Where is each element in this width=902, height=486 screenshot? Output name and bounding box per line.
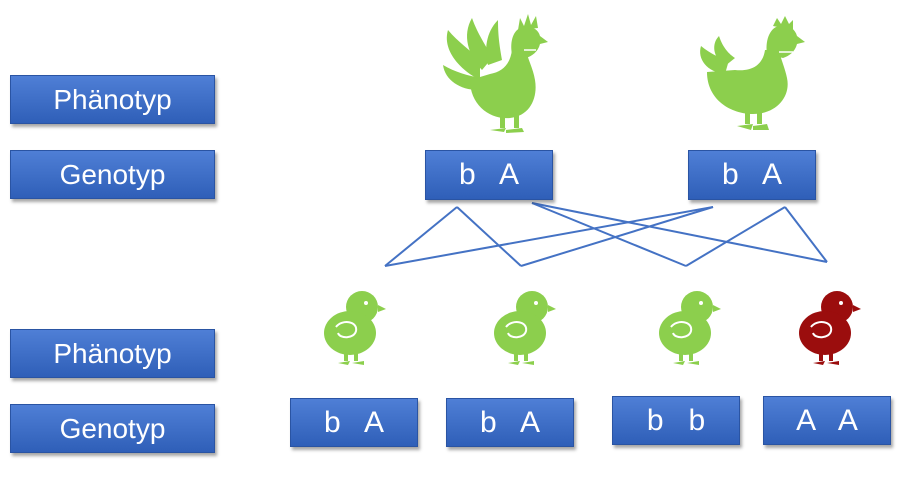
rooster-icon — [443, 14, 548, 133]
child-2-genotype: b A — [446, 398, 574, 447]
chick-icon — [494, 291, 556, 365]
line-rooster-b-child3 — [456, 206, 522, 267]
child-1-genotype: b A — [290, 398, 418, 447]
parents-genotype-label: Genotyp — [10, 150, 215, 199]
child-4-genotype: A A — [763, 396, 891, 445]
line-hen-a-child4 — [784, 206, 828, 263]
line-rooster-a-child2 — [531, 202, 687, 267]
chick-icon — [799, 291, 861, 365]
parents-phenotype-label: Phänotyp — [10, 75, 215, 124]
hen-icon — [700, 16, 805, 130]
line-hen-b-child1 — [384, 206, 714, 267]
children-phenotype-label: Phänotyp — [10, 329, 215, 378]
child-3-genotype: b b — [612, 396, 740, 445]
children-genotype-label: Genotyp — [10, 404, 215, 453]
line-hen-a-child2 — [685, 206, 786, 267]
line-rooster-a-child4 — [531, 202, 828, 263]
chick-icon — [324, 291, 386, 365]
parent-hen-genotype: b A — [688, 150, 816, 200]
chick-icon — [659, 291, 721, 365]
line-hen-b-child3 — [520, 206, 714, 267]
line-rooster-b-child1 — [384, 206, 458, 267]
parent-rooster-genotype: b A — [425, 150, 553, 200]
